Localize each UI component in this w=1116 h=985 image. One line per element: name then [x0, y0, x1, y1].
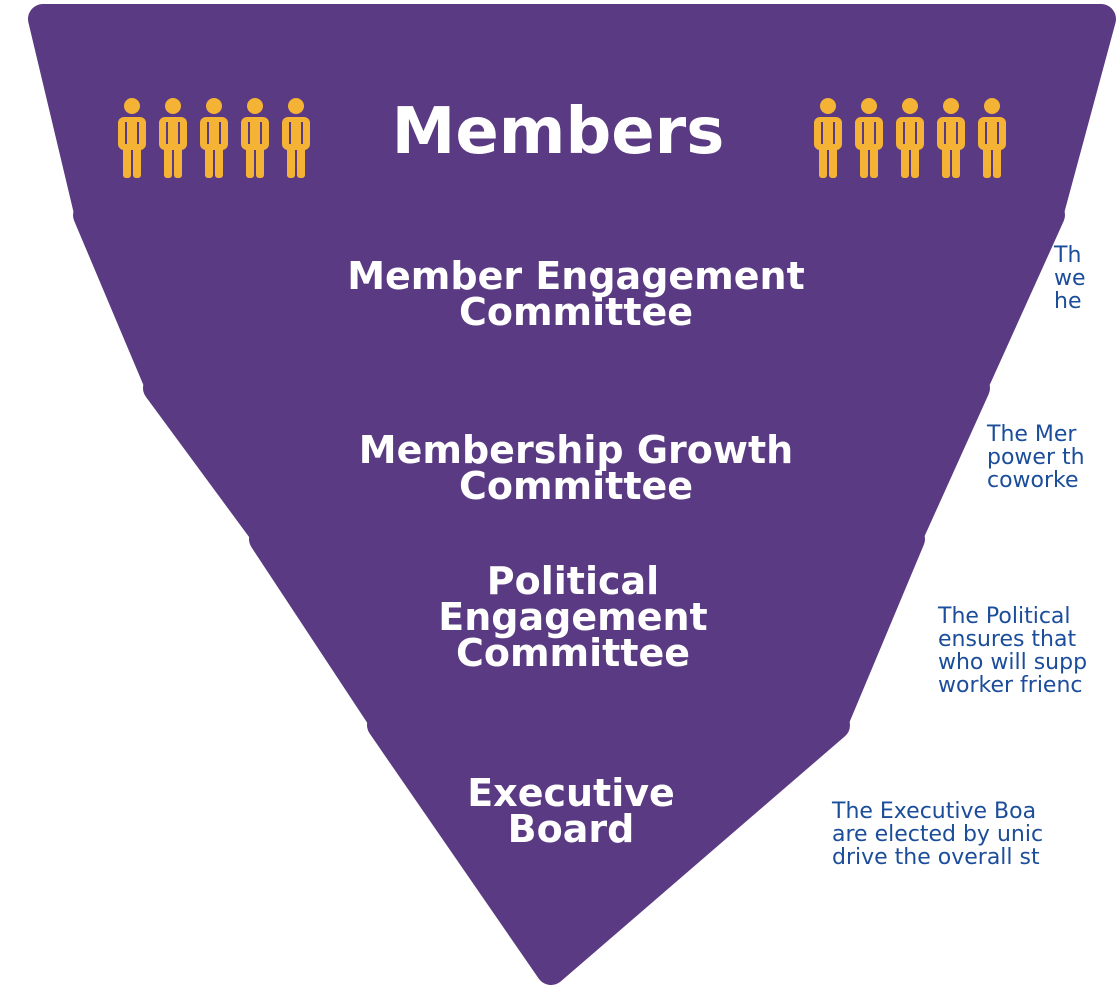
person-icon — [978, 98, 1006, 178]
tier-label-line: Political — [486, 559, 660, 603]
person-icon — [118, 98, 146, 178]
tier-label-line: Member Engagement — [347, 254, 805, 298]
description-executive-board: The Executive Boa are elected by unic dr… — [832, 800, 1043, 869]
description-line: we — [1054, 266, 1086, 291]
tier-label-member-engagement: Member Engagement Committee — [298, 254, 854, 334]
tier-label-line: Committee — [455, 631, 691, 675]
funnel-shape — [28, 4, 1116, 985]
tier-label-executive-board: Executive Board — [446, 771, 696, 851]
tier-label-line: Engagement — [438, 595, 708, 639]
description-line: worker frienc — [938, 673, 1083, 698]
description-line: drive the overall st — [832, 845, 1040, 870]
tier-label-line: Executive — [467, 771, 675, 815]
tier-label-political-engagement: Political Engagement Committee — [398, 559, 748, 675]
description-line: The Mer — [987, 422, 1077, 447]
description-line: he — [1054, 289, 1082, 314]
people-icons-left — [112, 98, 318, 178]
tier-label-line: Committee — [458, 464, 694, 508]
description-membership-growth: The Mer power th coworke — [987, 423, 1085, 492]
tier-label-line: Board — [507, 807, 635, 851]
description-line: who will supp — [938, 650, 1088, 675]
description-political-engagement: The Political ensures that who will supp… — [938, 605, 1087, 697]
tier-label-line: Committee — [458, 290, 694, 334]
person-icon — [282, 98, 310, 178]
description-line: are elected by unic — [832, 822, 1044, 847]
person-icon — [241, 98, 269, 178]
person-icon — [855, 98, 883, 178]
description-line: The Executive Boa — [832, 799, 1037, 824]
description-line: Th — [1054, 243, 1082, 268]
description-line: The Political — [938, 604, 1071, 629]
description-line: ensures that — [938, 627, 1077, 652]
description-line: coworke — [987, 468, 1079, 493]
tier-label-line: Membership Growth — [358, 428, 794, 472]
person-icon — [159, 98, 187, 178]
tier-executive-board-band — [367, 710, 850, 985]
person-icon — [200, 98, 228, 178]
people-icon-group — [814, 98, 1006, 178]
people-icon-group — [118, 98, 310, 178]
description-member-engagement: Th we he — [1054, 244, 1086, 313]
people-icons-right — [808, 98, 1014, 178]
person-icon — [937, 98, 965, 178]
person-icon — [896, 98, 924, 178]
description-line: power th — [987, 445, 1085, 470]
tier-label-membership-growth: Membership Growth Committee — [306, 428, 846, 508]
members-title: Members — [391, 95, 725, 169]
person-icon — [814, 98, 842, 178]
